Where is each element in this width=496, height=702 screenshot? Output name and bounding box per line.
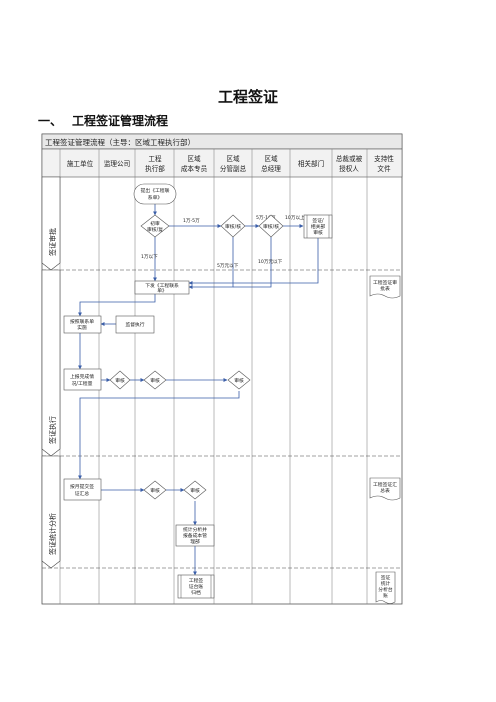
node-cost-decision	[220, 214, 246, 238]
column-header-support-1: 支持性	[374, 154, 394, 163]
doc-summary-line2: 总表	[380, 487, 390, 494]
flowchart-title: 工程签证管理流程（主导：区域工程执行部）	[45, 137, 195, 147]
column-header-gm-2: 总经理	[261, 164, 281, 173]
node-start	[133, 183, 177, 205]
doc-ledger-line3: 分析台	[378, 586, 393, 593]
node-issue-line2: 单》	[157, 287, 167, 294]
node-review-decision	[140, 214, 170, 238]
node-related-line1: 签证/	[312, 217, 324, 224]
label-range-2: 5万-10万	[256, 215, 276, 221]
doc-approval-line2: 批表	[380, 285, 390, 292]
column-header-cost-1: 区域	[187, 154, 201, 163]
node-supervisor-sum-verify	[143, 480, 167, 500]
doc-summary-line1: 工程签证汇	[373, 481, 397, 488]
doc-ledger	[375, 571, 396, 604]
doc-approval-form	[369, 275, 401, 299]
node-engineering-sum-verify	[183, 480, 207, 500]
section-number: 一、	[38, 114, 63, 128]
label-below-10: 10万元以下	[258, 259, 283, 265]
node-start-line2: 系单》	[148, 194, 162, 201]
node-cost-verify	[227, 370, 251, 390]
phase-marker-execution	[41, 269, 61, 457]
label-range-1: 1万-5万	[183, 218, 200, 224]
node-statistical-analysis	[175, 524, 215, 547]
column-header-deputy-2: 分管副总	[220, 164, 247, 173]
node-issue-line1: 下发《工程联系	[145, 282, 179, 289]
column-header-engineering-1: 工程	[148, 154, 162, 163]
column-header-support-2: 文件	[377, 164, 391, 173]
node-supervise	[115, 315, 155, 334]
node-submit-progress	[63, 368, 102, 391]
node-supervise-text: 监督执行	[125, 321, 144, 328]
phase-label-execution: 签证执行	[48, 416, 57, 444]
doc-approval-line1: 工程签证审	[373, 279, 397, 286]
column-header-deputy-1: 区域	[226, 154, 240, 163]
node-submit-line1: 上报完成情	[70, 373, 94, 380]
node-supervisor-verify	[109, 370, 131, 390]
phase-marker-analysis	[41, 455, 61, 569]
node-archive-line3: 归档	[191, 589, 201, 596]
node-report-line2: 证汇总	[75, 490, 90, 497]
node-engineering-verify-text: 审核	[150, 377, 160, 384]
node-supervisor-verify-text: 审核	[115, 377, 125, 384]
column-header-ceo-1: 总裁或被	[336, 154, 363, 163]
node-archive-line2: 证台账	[189, 583, 204, 590]
node-related-review	[303, 214, 333, 239]
column-header-supervisor: 监理公司	[104, 159, 130, 168]
node-start-line1: 提出《工程联	[141, 187, 170, 194]
column-header-cost-2: 成本专员	[181, 164, 208, 173]
node-analysis-line1: 统计分析并	[183, 526, 207, 533]
node-engineering-verify	[143, 370, 167, 390]
node-deputy-decision-text: 审核/核	[263, 223, 279, 230]
phase-marker-approval	[41, 176, 61, 271]
node-contractor-exec-line1: 按照联系单	[70, 318, 94, 325]
section-heading: 一、工程签证管理流程	[38, 112, 178, 129]
node-contractor-execute	[63, 315, 102, 334]
node-related-line2: 相关部	[311, 223, 326, 230]
doc-ledger-line1: 签证	[381, 574, 391, 581]
column-header-row	[41, 148, 403, 178]
doc-summary-form	[369, 477, 401, 501]
column-header-contractor: 施工单位	[67, 159, 94, 168]
node-analysis-line3: 理部	[190, 538, 200, 545]
column-header-ceo-2: 授权人	[339, 164, 359, 173]
node-engineering-sum-text: 审核	[190, 487, 200, 494]
label-below-5: 5万元以下	[217, 263, 239, 269]
node-monthly-report	[63, 478, 102, 501]
node-submit-line2: 况/工程量	[72, 380, 93, 387]
node-contractor-exec-line2: 实施	[77, 324, 87, 331]
doc-ledger-line2: 统计	[381, 580, 391, 587]
document-title: 工程签证	[217, 88, 278, 106]
flowchart-frame	[41, 133, 403, 605]
node-review-line1: 初审	[150, 220, 160, 227]
doc-ledger-line4: 账	[383, 592, 388, 599]
phase-label-analysis: 签证统计分析	[48, 513, 57, 555]
node-report-line1: 按月提交签	[70, 483, 94, 490]
section-title: 工程签证管理流程	[72, 114, 169, 128]
node-archive-line1: 工程签	[189, 577, 204, 584]
node-deputy-decision	[258, 214, 284, 238]
node-review-line2: 审核/复	[147, 226, 163, 233]
column-header-engineering-2: 执行部	[145, 164, 165, 173]
column-header-related: 相关部门	[298, 159, 324, 168]
node-related-line3: 审核	[313, 229, 323, 236]
node-cost-decision-text: 审核/核	[225, 223, 241, 230]
column-header-gm-1: 区域	[264, 154, 278, 163]
phase-label-approval: 签证审批	[48, 228, 57, 256]
node-analysis-line2: 报备成本管	[183, 532, 207, 539]
label-below-10k: 1万以下	[141, 254, 158, 260]
node-supervisor-sum-text: 审核	[150, 487, 160, 494]
node-cost-verify-text: 审核	[234, 377, 244, 384]
label-range-3: 10万以上	[285, 214, 305, 221]
node-issue-contact-sheet	[134, 280, 190, 295]
node-ledger-archive	[177, 574, 215, 599]
